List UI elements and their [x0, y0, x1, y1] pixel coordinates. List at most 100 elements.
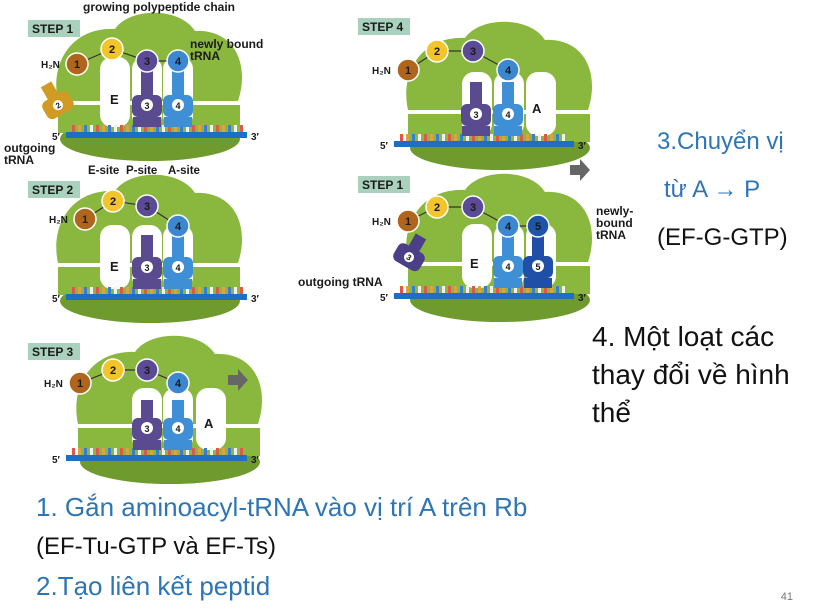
mrna-base — [204, 287, 207, 294]
mrna-base — [502, 286, 505, 293]
trna-anticodon — [133, 440, 161, 450]
step-tag-label: STEP 1 — [362, 178, 403, 192]
mrna-base — [156, 448, 159, 455]
mrna-base — [72, 448, 75, 455]
mrna-base — [78, 448, 81, 455]
mrna-base — [150, 125, 153, 132]
mrna-strand — [394, 141, 574, 147]
mrna-base — [526, 134, 529, 141]
mrna-base — [478, 286, 481, 293]
amino-acid-2 — [100, 37, 124, 61]
mrna-base — [496, 286, 499, 293]
mrna-base — [96, 125, 99, 132]
amino-terminus-label: H₂N — [372, 217, 391, 228]
mrna-base — [234, 448, 237, 455]
mrna-5-prime: 5′ — [52, 455, 61, 466]
label-newly-bound-trna-line: tRNA — [596, 228, 626, 242]
mrna-base — [490, 286, 493, 293]
amino-terminus-label: H₂N — [372, 66, 391, 77]
label-outgoing-trna: outgoing tRNA — [298, 275, 383, 289]
mrna-base — [138, 287, 141, 294]
mrna-base — [114, 448, 117, 455]
amino-terminus-label: H₂N — [49, 215, 68, 226]
note-translocation-line3: (EF-G-GTP) — [657, 224, 788, 251]
mrna-base — [126, 448, 129, 455]
mrna-base — [186, 287, 189, 294]
mrna-base — [222, 287, 225, 294]
mrna-base — [418, 134, 421, 141]
mrna-base — [454, 286, 457, 293]
mrna-base — [108, 125, 111, 132]
label-newly-bound-trna-line: tRNA — [190, 49, 220, 63]
step-tag-label: STEP 4 — [362, 20, 403, 34]
amino-acid-label: 2 — [110, 365, 116, 377]
mrna-base — [156, 125, 159, 132]
label-outgoing-trna-line: outgoing — [4, 141, 55, 155]
trna-number: 4 — [505, 262, 510, 272]
slide-number: 41 — [780, 591, 793, 603]
mrna-base — [222, 125, 225, 132]
step-tag-bg — [28, 20, 80, 37]
trna-number-badge — [502, 108, 514, 120]
mrna-base — [496, 134, 499, 141]
mrna-base — [174, 448, 177, 455]
trna-number-badge — [141, 261, 153, 273]
mrna-base — [406, 134, 409, 141]
mrna-strand — [66, 455, 247, 461]
amino-acid-2 — [101, 358, 125, 382]
amino-acid-label: 3 — [470, 202, 476, 214]
label-e-site: E-site — [88, 165, 119, 177]
mrna-base — [406, 286, 409, 293]
mrna-3-prime: 3′ — [578, 141, 587, 152]
amino-acid-label: 3 — [144, 365, 150, 377]
amino-acid-label: 3 — [144, 56, 150, 68]
ribosome-site-pocket — [526, 72, 556, 136]
trna-4: 4 — [163, 400, 193, 450]
note-translocation-line1: 3.Chuyển vị — [657, 128, 784, 155]
mrna-base — [544, 134, 547, 141]
mrna-base — [90, 448, 93, 455]
mrna-base — [514, 134, 517, 141]
amino-acid-4 — [496, 214, 520, 238]
mrna-base — [466, 286, 469, 293]
mrna-base — [216, 125, 219, 132]
amino-terminus-label: H₂N — [41, 60, 60, 71]
mrna-base — [508, 286, 511, 293]
mrna-base — [108, 287, 111, 294]
mrna-base — [538, 286, 541, 293]
mrna-base — [234, 287, 237, 294]
amino-acid-4 — [166, 371, 190, 395]
mrna-base — [186, 125, 189, 132]
mrna-base — [216, 287, 219, 294]
mrna-base — [460, 286, 463, 293]
trna-anticodon — [494, 126, 522, 136]
amino-acid-2 — [425, 195, 449, 219]
mrna-base — [430, 134, 433, 141]
label-growing-polypeptide-chain: growing polypeptide chain — [83, 0, 235, 14]
amino-acid-1 — [68, 371, 92, 395]
trna-number: 3 — [473, 110, 478, 120]
mrna-strand — [66, 294, 247, 300]
mrna-base — [102, 448, 105, 455]
amino-acid-2 — [101, 189, 125, 213]
mrna-base — [138, 448, 141, 455]
mrna-base — [424, 286, 427, 293]
mrna-base — [472, 286, 475, 293]
label-newly-bound-trna-line: newly- — [596, 204, 633, 218]
step-tag-label: STEP 3 — [32, 345, 73, 359]
mrna-base — [192, 287, 195, 294]
mrna-base — [400, 286, 403, 293]
amino-acid-3 — [461, 39, 485, 63]
note-conformation-line2: thay đổi về hình — [592, 359, 790, 390]
trna-3: 3 — [461, 82, 491, 136]
mrna-base — [240, 287, 243, 294]
mrna-base — [96, 448, 99, 455]
mrna-base — [412, 134, 415, 141]
mrna-base — [556, 134, 559, 141]
mrna-base — [186, 448, 189, 455]
mrna-base — [532, 134, 535, 141]
mrna-base — [168, 125, 171, 132]
mrna-base — [102, 287, 105, 294]
amino-acid-1 — [73, 207, 97, 231]
trna-number: 3 — [144, 424, 149, 434]
